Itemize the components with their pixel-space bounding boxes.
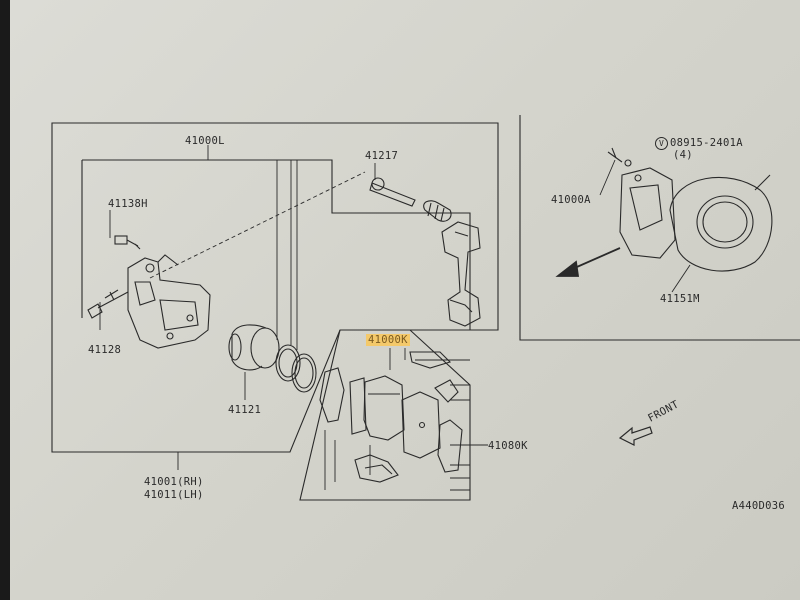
label-41217: 41217 — [365, 150, 399, 162]
label-41000K-highlighted: 41000K — [366, 334, 410, 346]
main-frame — [51, 122, 499, 453]
piston — [228, 324, 280, 371]
caliper-body — [441, 221, 481, 327]
direction-arrow-icon — [555, 247, 621, 277]
backing-plate — [669, 174, 773, 272]
leader-lines — [99, 145, 691, 491]
v-marker-icon: V — [655, 137, 668, 150]
drawing-code: A440D036 — [732, 500, 785, 512]
piston-seals — [275, 344, 317, 393]
label-41000L: 41000L — [185, 135, 225, 147]
dashed-guide-line — [149, 171, 366, 279]
label-41121: 41121 — [228, 404, 262, 416]
label-41151M: 41151M — [660, 293, 700, 305]
shims-and-clips — [319, 351, 463, 483]
mounting-bolts — [87, 289, 129, 319]
label-bolt-qty: (4) — [673, 149, 693, 161]
bleeder-screw — [114, 235, 141, 250]
bolt-part-number: 08915-2401A — [670, 137, 743, 149]
label-41000A: 41000A — [551, 194, 591, 206]
brake-pads — [349, 375, 441, 459]
label-41138H: 41138H — [108, 198, 148, 210]
guide-pin — [369, 177, 416, 207]
pad-frame — [299, 329, 471, 501]
label-41080K: 41080K — [488, 440, 528, 452]
front-arrow-icon — [618, 426, 653, 446]
diagram-sheet: 41000L 41217 41138H 41128 41121 41000K 4… — [10, 0, 800, 600]
reference-frame — [519, 115, 800, 341]
label-41011-lh: 41011(LH) — [144, 489, 204, 501]
reference-caliper — [607, 147, 676, 259]
label-41128: 41128 — [88, 344, 122, 356]
label-41001-rh: 41001(RH) — [144, 476, 204, 488]
bracket-frame — [82, 159, 471, 330]
pin-boot — [423, 200, 452, 222]
caliper-bracket — [127, 254, 211, 349]
exploded-diagram — [51, 115, 800, 501]
